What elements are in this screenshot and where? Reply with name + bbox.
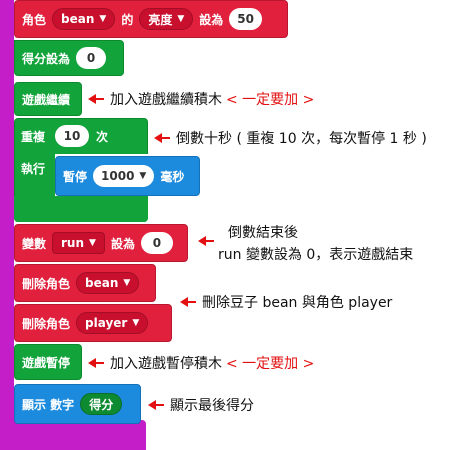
resume-annotation-text: 加入遊戲繼續積木	[110, 92, 222, 108]
end-annotation-line2: run 變數設為 0，表示遊戲結束	[218, 247, 414, 263]
end-annotation-line1: 倒數結束後	[228, 225, 298, 241]
delete-bean-block[interactable]: 刪除角色 bean ▼	[14, 264, 156, 302]
delete-player-label: 刪除角色	[22, 316, 71, 331]
pause-unit-label: 毫秒	[160, 169, 185, 184]
score-value-input[interactable]: 0	[76, 47, 107, 69]
show-annotation: 顯示最後得分	[148, 395, 254, 415]
pause-annotation-text: 加入遊戲暫停積木	[110, 356, 222, 372]
arrow-left-icon	[198, 236, 206, 246]
resume-annotation-must: < 一定要加 >	[226, 92, 315, 108]
delete-player-block[interactable]: 刪除角色 player ▼	[14, 304, 172, 342]
pause-label: 暫停	[63, 169, 88, 184]
stack-bottom-cap	[0, 420, 146, 450]
countdown-annotation: 倒數十秒 ( 重複 10 次，每次暫停 1 秒 )	[154, 128, 427, 148]
delete-bean-dropdown[interactable]: bean ▼	[76, 272, 140, 294]
game-pause-label: 遊戲暫停	[22, 355, 71, 370]
countdown-annotation-text: 倒數十秒 ( 重複 10 次，每次暫停 1 秒 )	[176, 131, 427, 147]
chevron-down-icon: ▼	[89, 238, 96, 248]
of-label: 的	[121, 12, 134, 27]
end-annotation	[198, 236, 220, 246]
set-sprite-brightness-block[interactable]: 角色 bean ▼ 的 亮度 ▼ 設為 50	[14, 0, 288, 38]
resume-annotation: 加入遊戲繼續積木 < 一定要加 >	[88, 89, 314, 109]
arrow-left-icon	[180, 297, 188, 307]
set-to-label: 設為	[199, 12, 224, 27]
set-score-label: 得分設為	[22, 51, 71, 66]
game-resume-label: 遊戲繼續	[22, 92, 71, 107]
variable-set-to-label: 設為	[110, 236, 135, 251]
repeat-times-input[interactable]: 10	[55, 125, 89, 147]
chevron-down-icon: ▼	[177, 14, 185, 24]
sprite-dropdown[interactable]: bean ▼	[52, 8, 116, 30]
chevron-down-icon: ▼	[132, 318, 140, 328]
block-prefix-label: 角色	[22, 12, 47, 27]
arrow-left-icon	[148, 400, 156, 410]
variable-label: 變數	[22, 236, 47, 251]
chevron-down-icon: ▼	[99, 14, 107, 24]
chevron-down-icon: ▼	[139, 171, 147, 181]
game-pause-block[interactable]: 遊戲暫停	[14, 344, 82, 380]
set-variable-block[interactable]: 變數 run ▼ 設為 0	[14, 224, 188, 262]
stack-side-bar	[0, 0, 14, 450]
property-dropdown[interactable]: 亮度 ▼	[139, 8, 194, 30]
delete-player-dropdown[interactable]: player ▼	[76, 312, 149, 334]
arrow-left-icon	[88, 358, 96, 368]
variable-dropdown[interactable]: run ▼	[52, 232, 105, 254]
pause-ms-dropdown[interactable]: 1000 ▼	[93, 165, 155, 187]
delete-annotation-text: 刪除豆子 bean 與角色 player	[202, 295, 393, 311]
show-annotation-text: 顯示最後得分	[170, 398, 254, 414]
repeat-do-label: 執行	[21, 162, 46, 176]
brightness-value-input[interactable]: 50	[229, 8, 262, 30]
show-number-label: 顯示 數字	[22, 397, 75, 412]
delete-bean-label: 刪除角色	[22, 276, 71, 291]
repeat-label: 重複	[21, 130, 46, 144]
score-variable-reporter[interactable]: 得分	[80, 393, 123, 415]
repeat-unit-label: 次	[96, 130, 109, 144]
show-number-block[interactable]: 顯示 數字 得分	[14, 384, 141, 424]
set-score-block[interactable]: 得分設為 0	[14, 40, 124, 76]
delete-annotation: 刪除豆子 bean 與角色 player	[180, 292, 392, 312]
pause-ms-block[interactable]: 暫停 1000 ▼ 毫秒	[55, 156, 200, 196]
game-resume-block[interactable]: 遊戲繼續	[14, 82, 82, 116]
chevron-down-icon: ▼	[123, 278, 131, 288]
variable-value-input[interactable]: 0	[140, 232, 173, 254]
pause-annotation-must: < 一定要加 >	[226, 356, 315, 372]
arrow-left-icon	[88, 94, 96, 104]
repeat-bottom-arm	[14, 196, 148, 222]
pause-annotation: 加入遊戲暫停積木 < 一定要加 >	[88, 353, 314, 373]
arrow-left-icon	[154, 133, 162, 143]
